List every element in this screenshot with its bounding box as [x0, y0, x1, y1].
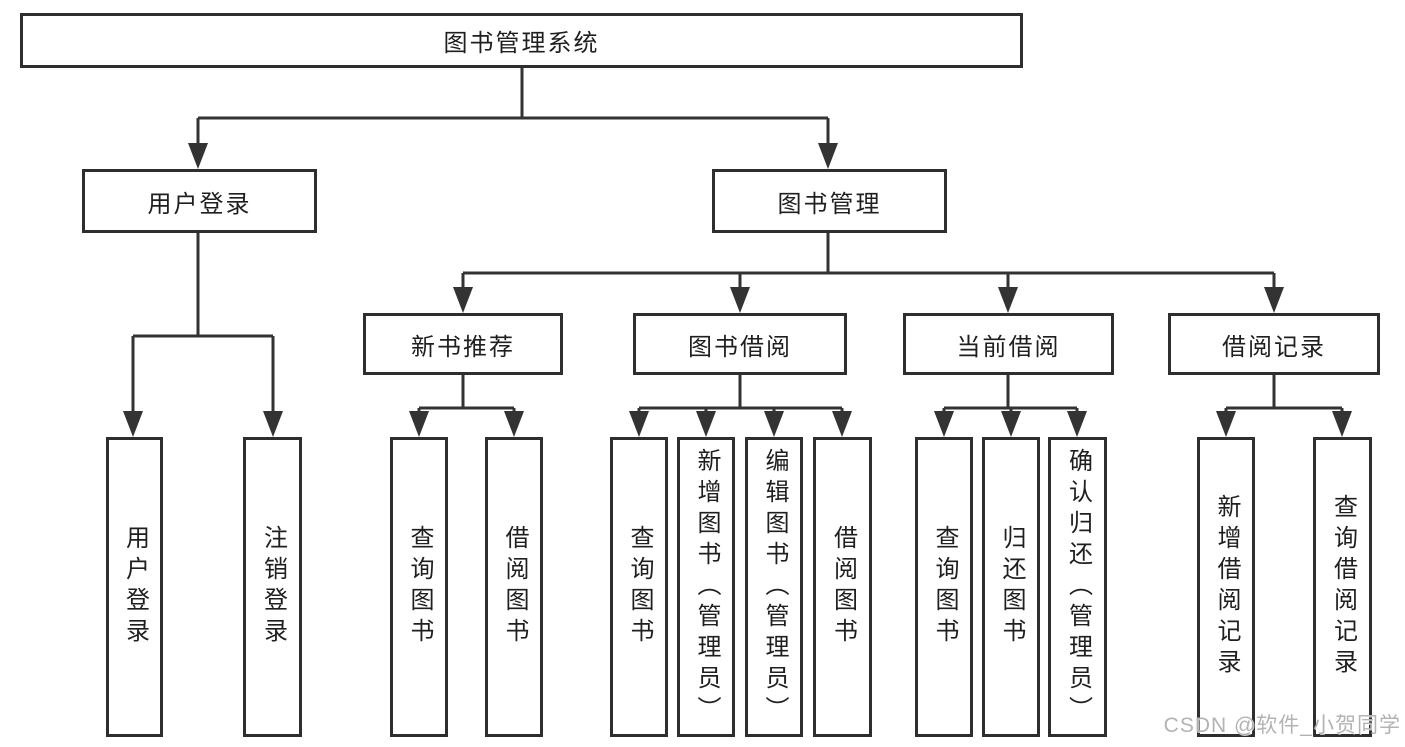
leaf-label: 新增借阅记录: [1213, 494, 1240, 680]
leaf-query-books-1: 查询图书: [390, 437, 448, 737]
leaf-label: 归还图书: [998, 525, 1025, 649]
leaf-add-borrow-record: 新增借阅记录: [1197, 437, 1255, 737]
leaf-label: 新增图书（管理员）: [693, 447, 720, 727]
leaf-label: 查询图书: [931, 525, 958, 649]
node-user-login: 用户登录: [82, 169, 317, 233]
leaf-query-books-2: 查询图书: [610, 437, 668, 737]
leaf-edit-books-admin: 编辑图书（管理员）: [745, 437, 803, 737]
leaf-label: 查询图书: [406, 525, 433, 649]
leaf-label: 借阅图书: [829, 525, 857, 649]
leaf-label: 查询图书: [626, 525, 653, 649]
leaf-label: 注销登录: [259, 525, 287, 649]
leaf-label: 查询借阅记录: [1329, 494, 1357, 680]
leaf-confirm-return-admin: 确认归还（管理员）: [1048, 437, 1107, 737]
leaf-return-books: 归还图书: [982, 437, 1040, 737]
node-new-book-recommend: 新书推荐: [363, 313, 563, 375]
leaf-query-books-3: 查询图书: [915, 437, 973, 737]
node-borrow-records: 借阅记录: [1168, 313, 1380, 375]
node-book-management: 图书管理: [712, 169, 947, 233]
csdn-watermark: CSDN @软件_小贺同学: [1163, 714, 1401, 737]
leaf-add-books-admin: 新增图书（管理员）: [677, 437, 735, 737]
leaf-borrow-books-1: 借阅图书: [485, 437, 543, 737]
leaf-user-login: 用户登录: [106, 437, 163, 737]
node-book-borrow: 图书借阅: [633, 313, 847, 375]
leaf-borrow-books-2: 借阅图书: [813, 437, 872, 737]
leaf-logout: 注销登录: [243, 437, 302, 737]
leaf-label: 编辑图书（管理员）: [761, 447, 788, 727]
arrowheads: [123, 143, 1352, 437]
node-root: 图书管理系统: [20, 13, 1023, 68]
leaf-query-borrow-record: 查询借阅记录: [1313, 437, 1372, 737]
leaf-label: 确认归还（管理员）: [1064, 447, 1092, 727]
node-current-borrow: 当前借阅: [903, 313, 1114, 375]
leaf-label: 用户登录: [121, 525, 149, 649]
leaf-label: 借阅图书: [501, 525, 528, 649]
